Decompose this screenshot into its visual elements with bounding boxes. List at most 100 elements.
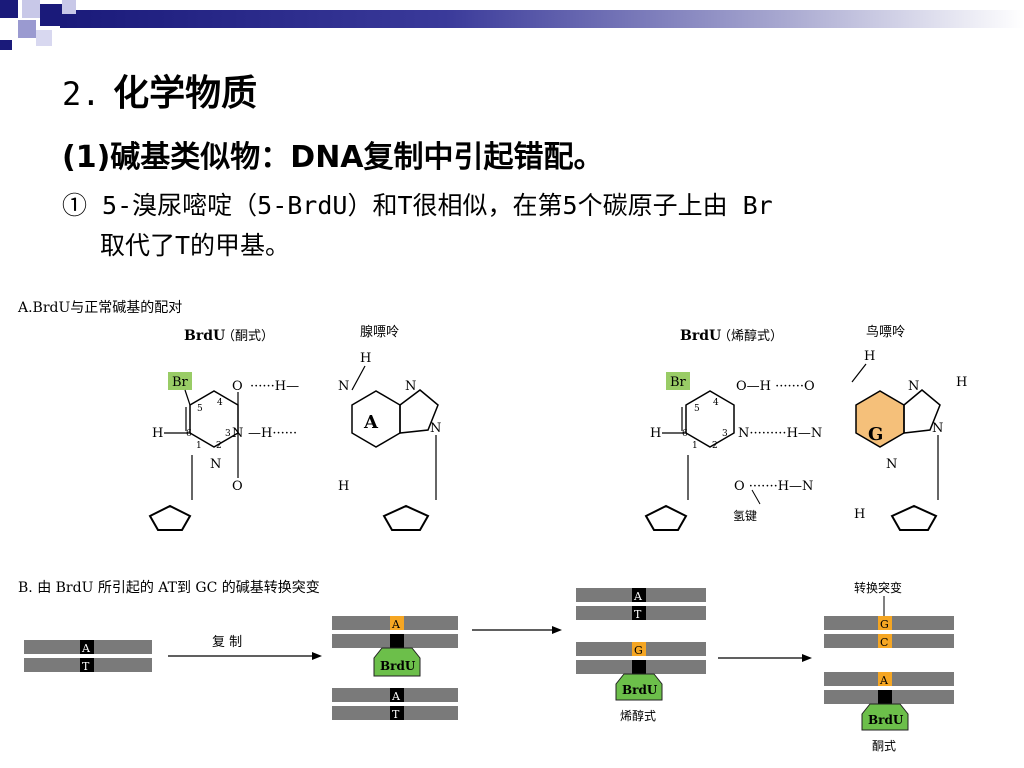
n-atom: N [232,426,243,441]
replicated-duplexes: A BrdU A T [332,616,458,721]
base-g: G [634,644,643,657]
brdu-text: BrdU [380,659,416,673]
base-t-box [390,706,404,720]
o-atom: O [232,379,243,394]
header-decoration [0,0,1024,50]
base-t: T [392,708,400,721]
n-atom: N [430,421,441,436]
ring-num: 1 [692,441,698,451]
figure-b-caption: B. 由 BrdU 所引起的 AT到 GC 的碱基转换突变 [18,579,320,596]
brdu-slot [632,660,646,674]
n-atom: N [908,379,919,394]
brdu-enol-guanine-pair: BrdU （烯醇式） 鸟嘌呤 Br H O—H ·······O N······… [644,324,967,531]
base-t: T [634,608,642,621]
n-atom: N [338,379,349,394]
brdu-tag [615,673,663,701]
deco-square [40,4,62,26]
h-atom: H [956,375,967,390]
bond [351,365,366,391]
deco-square [0,40,12,50]
hbond: N·········H—N [738,426,822,441]
base-g: G [880,618,889,631]
o-atom: O [232,479,243,494]
ring-num: 5 [197,404,203,414]
brdu-keto-form: （酮式） [222,329,274,344]
brdu-slot [390,634,404,648]
enol-label: 烯醇式 [620,708,656,723]
hbond-pointer [751,489,761,505]
figure-b-transition-mutation: B. 由 BrdU 所引起的 AT到 GC 的碱基转换突变 A T 复 制 A … [18,579,954,753]
base-t-box [632,606,646,620]
h-atom: H [360,351,371,366]
brdu-slot [878,690,892,704]
point-1-detail-cont: 取代了T的甲基。 [100,231,291,260]
figure-a-base-pairing: A.BrdU与正常碱基的配对 BrdU （酮式） 腺嘌呤 Br H O O N … [17,299,967,531]
point-1: (1)碱基类似物：DNA复制中引起错配。 [62,140,604,175]
deco-square [62,0,76,14]
sugar-ring [382,504,430,531]
n-atom: N [405,379,416,394]
base-a: A [81,642,91,655]
base-a-box [632,588,646,602]
ring-num: 3 [225,429,231,439]
hbond-label: 氢键 [733,508,757,523]
ring-num: 4 [217,398,223,408]
ring-num: 4 [713,398,719,408]
title-text: 化学物质 [113,73,258,114]
base-a: A [391,618,401,631]
deco-square [18,20,36,38]
arrow-head [312,652,322,660]
hbond-dots: ······H— [250,379,299,394]
br-atom: Br [670,375,687,390]
original-at-duplex: A T [24,640,152,673]
brdu-tag [861,703,909,731]
base-c-box [878,634,892,648]
base-a: A [879,674,889,687]
guanine-five-ring [903,389,941,434]
base-a-box [390,688,404,702]
h-atom: H [864,349,875,364]
hbond: —H······ [248,426,297,441]
adenine-five-ring [399,389,439,434]
point-1-detail: ① 5-溴尿嘧啶（5-BrdU）和T很相似，在第5个碳原子上由 Br [62,191,773,220]
slide-title: 2. 化学物质 [62,64,257,116]
sugar-ring [644,504,688,531]
ring-num: 6 [186,429,192,439]
mutant-duplexes: 转换突变 G C A BrdU 酮式 [824,580,954,753]
brdu-keto-adenine-pair: BrdU （酮式） 腺嘌呤 Br H O O N N 5 4 3 2 1 6 ·… [148,324,441,531]
deco-square [36,30,52,46]
ring-num: 2 [712,441,718,451]
h-atom: H [152,426,163,441]
guanine-label: 鸟嘌呤 [866,324,905,340]
hbond: O ·······H—N [734,479,813,494]
ring-num: 5 [694,404,700,414]
sugar-ring [148,504,192,531]
deco-square [22,0,40,18]
adenine-letter: A [363,412,379,433]
h-atom: H [854,507,865,522]
base-a: A [391,690,401,703]
keto-label: 酮式 [872,739,896,753]
deco-square [0,0,18,18]
ring-num: 2 [216,441,222,451]
n-atom: N [932,421,943,436]
base-g-box [632,642,646,656]
br-highlight [666,372,690,390]
pyrimidine-ring [189,390,239,448]
base-a: A [633,590,643,603]
second-round-duplexes: A T G BrdU 烯醇式 [576,588,706,723]
enol-oh: O—H ·······O [736,379,815,394]
bond [184,389,191,406]
n-atom: N [210,457,221,472]
brdu-enol-label: BrdU [680,328,721,344]
replication-label: 复 制 [212,635,242,650]
guanine-letter: G [868,424,883,445]
sugar-ring [890,504,938,531]
figure-a-caption: A.BrdU与正常碱基的配对 [17,299,182,316]
title-number: 2. [62,75,101,113]
arrow-head [802,654,812,662]
mutation-label: 转换突变 [854,580,902,595]
h-atom: H [338,479,349,494]
adenine-label: 腺嘌呤 [360,324,399,340]
base-t-box [80,658,94,672]
